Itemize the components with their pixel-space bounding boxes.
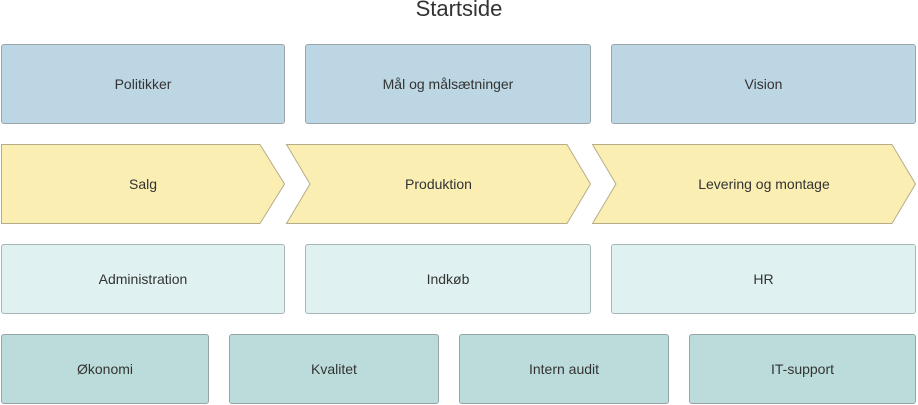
arrow-shape [1,144,286,224]
box-administration[interactable]: Administration [1,244,285,314]
box-label: Økonomi [76,361,134,377]
box-label: Vision [744,76,783,92]
arrow-label: Levering og montage [698,176,830,192]
box-label: Politikker [114,76,172,92]
box-label: Indkøb [426,271,470,287]
box-maal-og-maalsaetninger[interactable]: Mål og målsætninger [305,44,591,124]
process-arrow-produktion[interactable]: Produktion [285,144,592,224]
box-it-support[interactable]: IT-support [689,334,916,404]
box-hr[interactable]: HR [611,244,916,314]
page-title: Startside [415,0,503,21]
box-label: Intern audit [528,361,600,377]
box-vision[interactable]: Vision [611,44,916,124]
box-label: Kvalitet [311,361,357,377]
box-oekonomi[interactable]: Økonomi [1,334,209,404]
box-label: Mål og målsætninger [382,76,514,92]
box-label: IT-support [770,361,835,377]
box-politikker[interactable]: Politikker [1,44,285,124]
process-arrow-salg[interactable]: Salg [1,144,286,224]
box-indkoeb[interactable]: Indkøb [305,244,591,314]
process-arrow-levering-og-montage[interactable]: Levering og montage [591,144,917,224]
box-intern-audit[interactable]: Intern audit [459,334,669,404]
arrow-shape [591,144,917,224]
arrow-label: Produktion [405,176,472,192]
box-label: Administration [98,271,188,287]
arrow-label: Salg [128,176,158,192]
arrow-shape [285,144,592,224]
box-kvalitet[interactable]: Kvalitet [229,334,439,404]
box-label: HR [753,271,774,287]
